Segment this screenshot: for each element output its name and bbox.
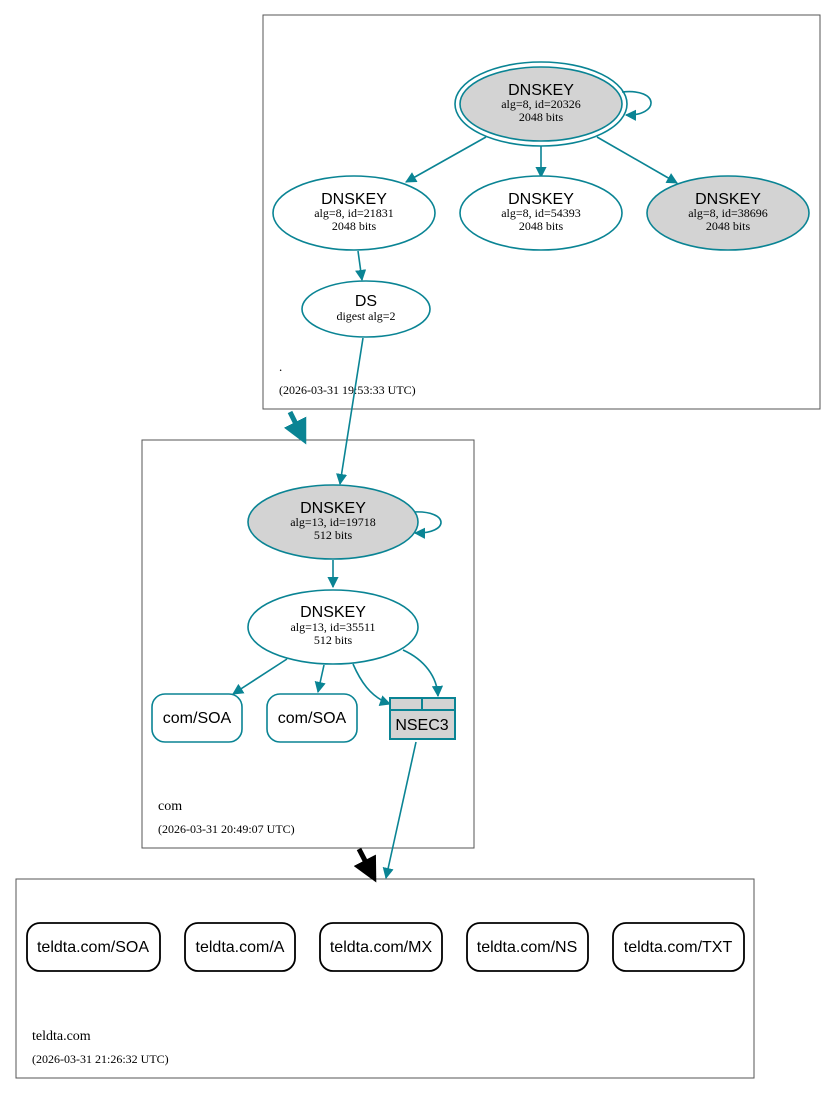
zone-root-name: . [279, 359, 282, 374]
delegation-arrow-root-com [283, 410, 307, 445]
teldta-mx-label: teldta.com/MX [330, 939, 433, 956]
teldta-ns-label: teldta.com/NS [477, 939, 577, 956]
edge-ksk-to-zsk1 [405, 136, 487, 183]
root-zsk1-line2: 2048 bits [332, 219, 377, 233]
teldta-a-label: teldta.com/A [196, 939, 285, 956]
root-zsk1-title: DNSKEY [321, 191, 387, 208]
root-ksk-line1: alg=8, id=20326 [501, 97, 581, 111]
edge-nsec3-to-teldta [382, 741, 417, 880]
root-ksk-line2: 2048 bits [519, 110, 564, 124]
root-zsk3-title: DNSKEY [695, 191, 761, 208]
com-zsk-node[interactable]: DNSKEY alg=13, id=35511 512 bits [247, 589, 419, 665]
com-soa-node-2[interactable]: com/SOA [266, 693, 358, 743]
teldta-txt-node[interactable]: teldta.com/TXT [612, 922, 745, 972]
com-soa-label-2: com/SOA [278, 710, 347, 727]
zone-teldta-name: teldta.com [32, 1029, 91, 1044]
delegation-arrow-com-teldta [353, 847, 377, 883]
edge-ksk-self-loop [621, 90, 652, 121]
root-zsk1-node[interactable]: DNSKEY alg=8, id=21831 2048 bits [272, 175, 436, 251]
root-zsk1-line1: alg=8, id=21831 [314, 206, 394, 220]
zone-com-name: com [158, 799, 182, 814]
root-zsk2-title: DNSKEY [508, 191, 574, 208]
com-ksk-title: DNSKEY [300, 500, 366, 517]
nsec3-label: NSEC3 [395, 717, 448, 734]
teldta-soa-node[interactable]: teldta.com/SOA [26, 922, 161, 972]
zone-com-box [141, 439, 475, 849]
com-soa-label-1: com/SOA [163, 710, 232, 727]
com-zsk-line2: 512 bits [314, 633, 353, 647]
edge-com-zsk-to-nsec3-b [402, 649, 444, 698]
edge-zsk1-to-ds [355, 250, 367, 282]
edge-com-ksk-self-loop [412, 511, 442, 539]
root-zsk2-line2: 2048 bits [519, 219, 564, 233]
ds-title: DS [355, 293, 377, 310]
zone-com-timestamp: (2026-03-31 20:49:07 UTC) [158, 822, 295, 836]
root-ksk-title: DNSKEY [508, 82, 574, 99]
com-zsk-line1: alg=13, id=35511 [290, 620, 375, 634]
edge-ds-to-com-ksk [336, 337, 364, 486]
zone-teldta-box [15, 878, 755, 1079]
edge-ksk-to-zsk3 [596, 136, 678, 184]
teldta-soa-label: teldta.com/SOA [37, 939, 149, 956]
edge-com-zsk-to-nsec3-a [352, 663, 392, 706]
root-zsk3-line1: alg=8, id=38696 [688, 206, 768, 220]
zone-teldta-timestamp: (2026-03-31 21:26:32 UTC) [32, 1052, 169, 1066]
teldta-txt-label: teldta.com/TXT [624, 939, 733, 956]
com-ksk-line1: alg=13, id=19718 [290, 515, 376, 529]
teldta-mx-node[interactable]: teldta.com/MX [319, 922, 443, 972]
com-soa-node-1[interactable]: com/SOA [151, 693, 243, 743]
ds-line1: digest alg=2 [336, 309, 395, 323]
nsec3-node[interactable]: NSEC3 [389, 697, 456, 740]
com-zsk-title: DNSKEY [300, 604, 366, 621]
zone-root-box [262, 14, 821, 410]
root-zsk2-node[interactable]: DNSKEY alg=8, id=54393 2048 bits [459, 175, 623, 251]
zone-root-timestamp: (2026-03-31 19:53:33 UTC) [279, 383, 416, 397]
ds-node[interactable]: DS digest alg=2 [301, 280, 431, 338]
root-zsk3-node[interactable]: DNSKEY alg=8, id=38696 2048 bits [646, 175, 810, 251]
root-ksk-node[interactable]: DNSKEY alg=8, id=20326 2048 bits [454, 61, 628, 147]
edge-com-zsk-to-soa1 [232, 658, 288, 695]
teldta-ns-node[interactable]: teldta.com/NS [466, 922, 589, 972]
root-zsk3-line2: 2048 bits [706, 219, 751, 233]
com-ksk-node[interactable]: DNSKEY alg=13, id=19718 512 bits [247, 484, 419, 560]
teldta-a-node[interactable]: teldta.com/A [184, 922, 296, 972]
root-zsk2-line1: alg=8, id=54393 [501, 206, 581, 220]
edge-com-zsk-to-soa2 [314, 664, 326, 694]
com-ksk-line2: 512 bits [314, 528, 353, 542]
